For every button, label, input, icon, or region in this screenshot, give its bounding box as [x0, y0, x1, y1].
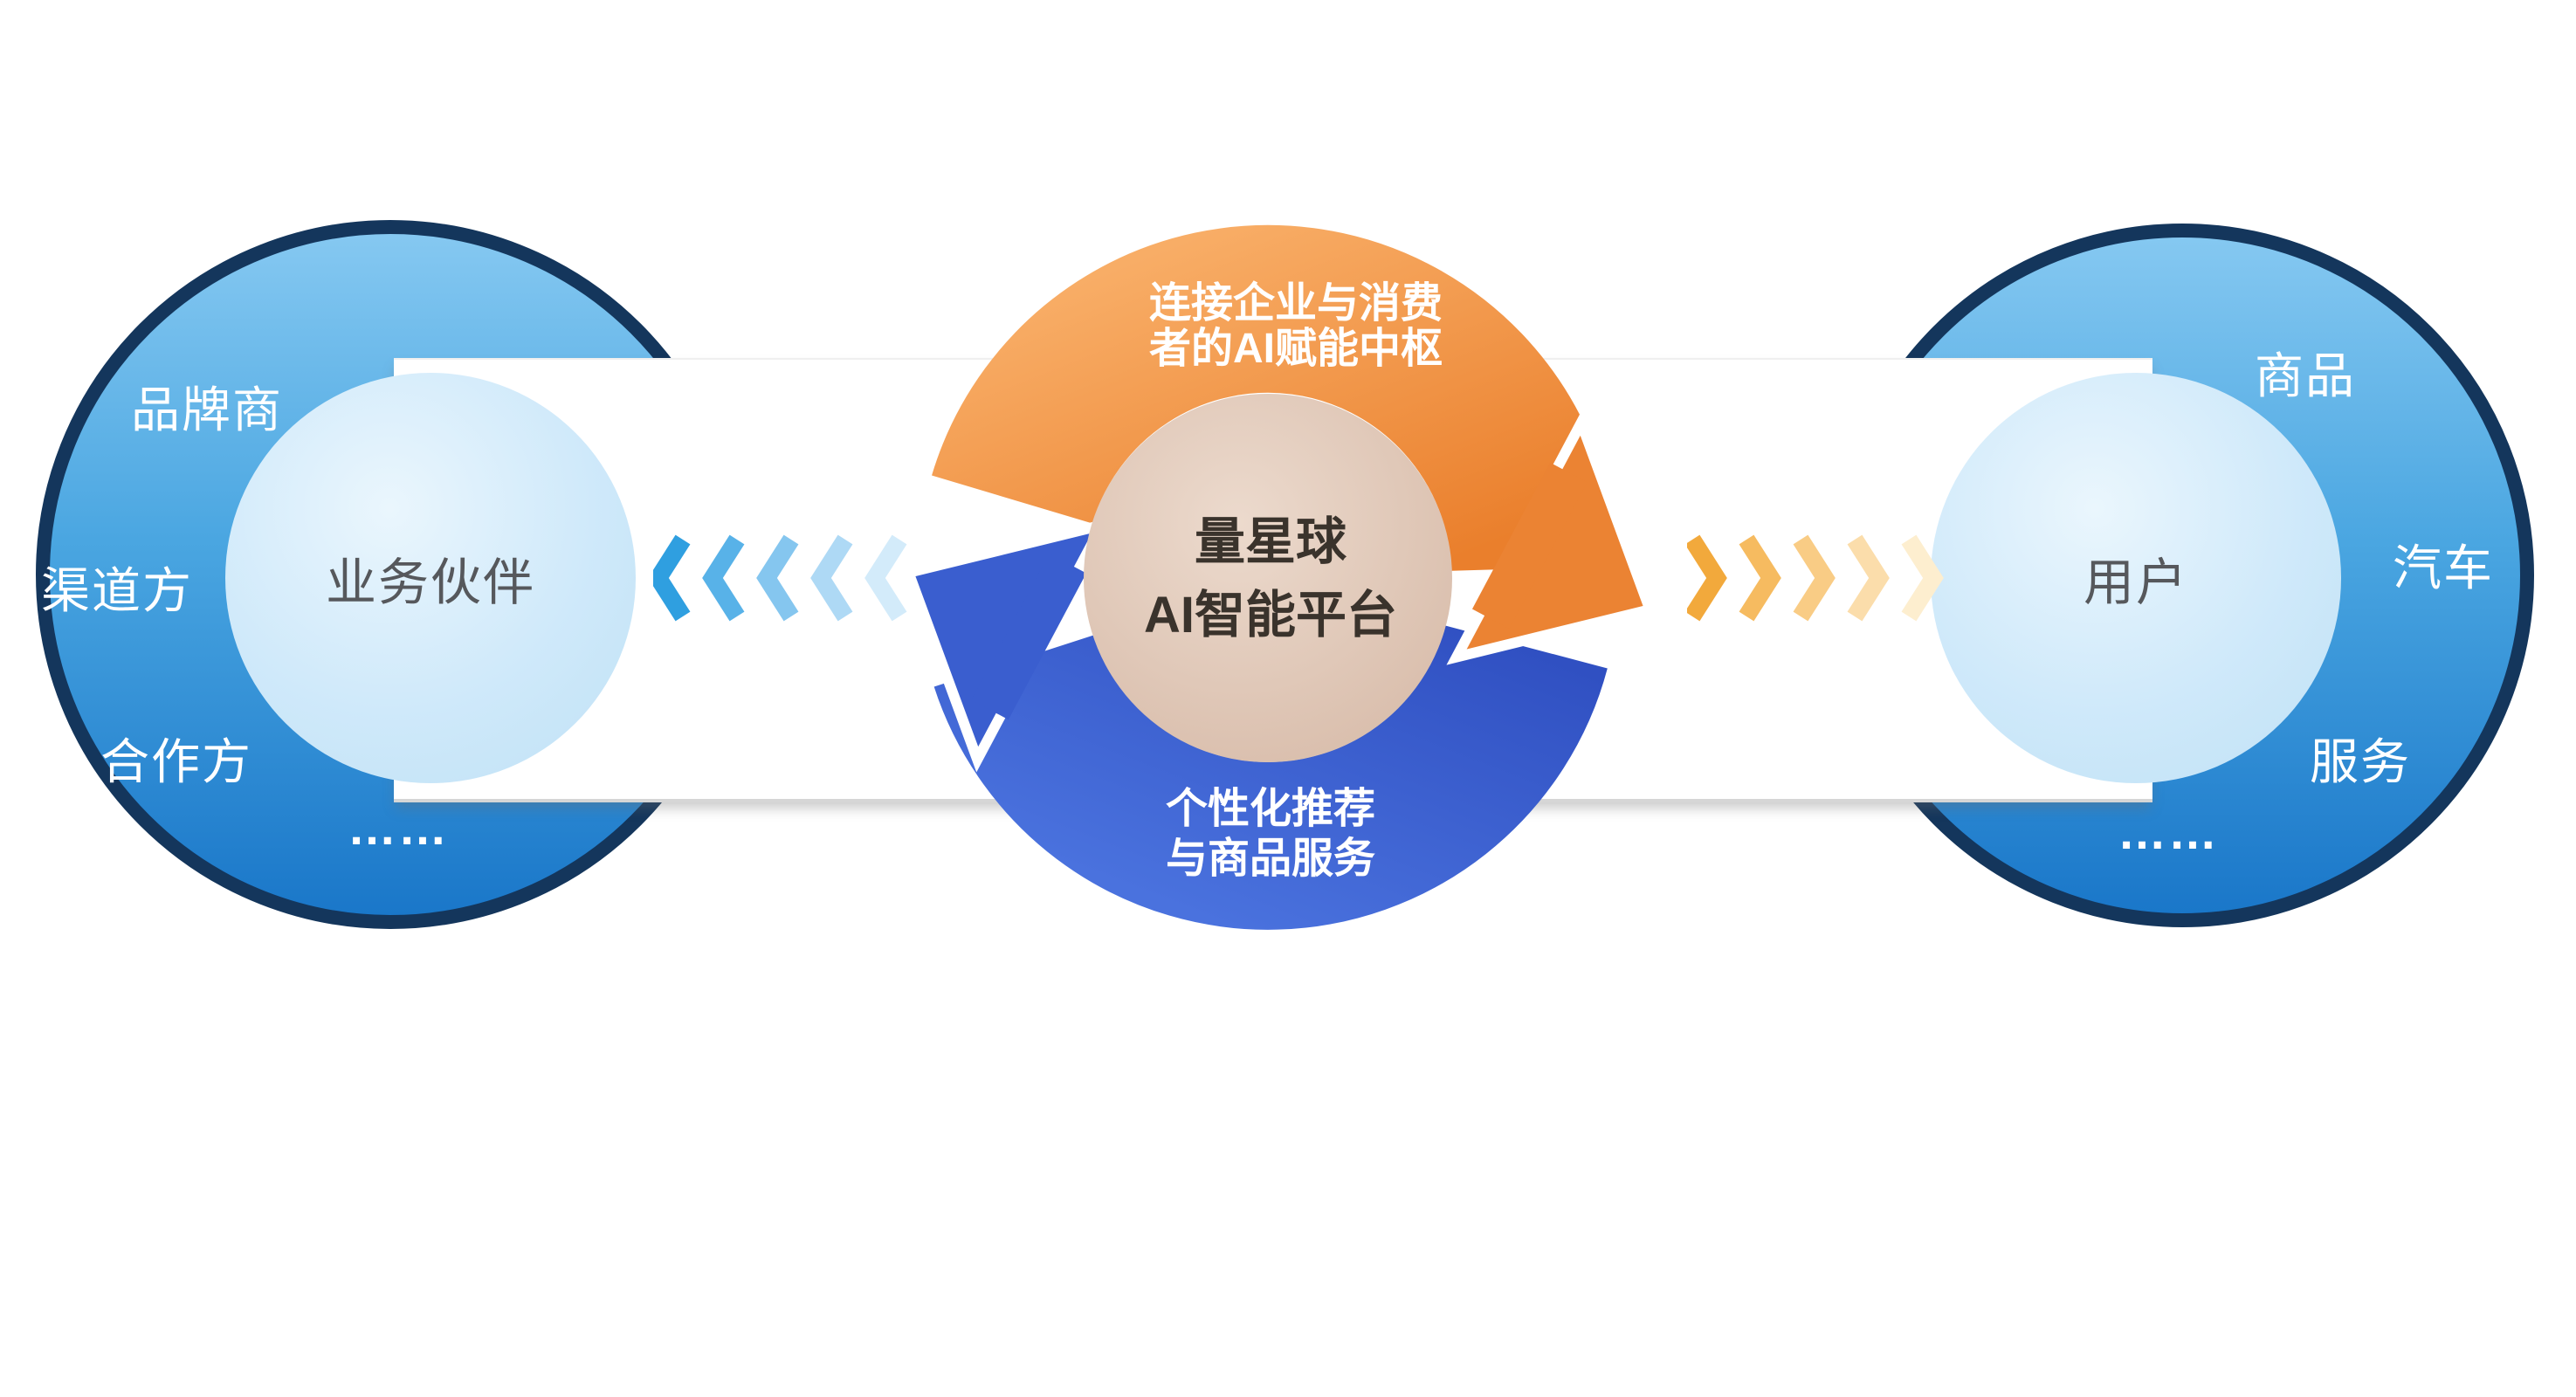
hub-core-title: 量星球 AI智能平台 [1009, 506, 1533, 652]
chevron-left-5 [864, 534, 907, 622]
partners-inner-circle: 业务伙伴 [225, 373, 636, 783]
chevron-right-icon [1687, 534, 1944, 622]
chevron-right-5 [1901, 534, 1944, 622]
core-platform-circle [1084, 394, 1452, 762]
label-brand-merchants: 品牌商 [131, 382, 283, 437]
chevron-left-4 [810, 534, 853, 622]
chevron-right-4 [1847, 534, 1890, 622]
users-inner-circle: 用户 [1931, 373, 2341, 783]
chevron-right-3 [1793, 534, 1836, 622]
chevron-right-1 [1687, 534, 1727, 622]
label-channel-parties: 渠道方 [41, 563, 193, 618]
chevron-left-2 [702, 534, 745, 622]
chevron-left-3 [756, 534, 799, 622]
cycle-arrow-orange-arc [932, 224, 1619, 573]
users-inner-label: 用户 [2083, 554, 2188, 611]
cycle-arrow-blue-arc [933, 623, 1608, 930]
cycle-arrow-blue-head [901, 517, 1112, 773]
chevron-left-icon [653, 534, 907, 622]
cycle-arrow-orange-head [1446, 409, 1652, 665]
ai-hub-cycle [901, 224, 1652, 930]
label-right-ellipsis: …… [2118, 804, 2219, 859]
hub-bottom-banner-line1: 个性化推荐 [1165, 786, 1375, 832]
hub-core-title-line1: 量星球 [1194, 513, 1347, 570]
hub-core-title-line2: AI智能平台 [1143, 587, 1397, 643]
partners-inner-label: 业务伙伴 [325, 554, 535, 611]
hub-bottom-banner-line2: 与商品服务 [1165, 836, 1375, 882]
label-left-ellipsis: …… [348, 800, 449, 855]
hub-top-banner-line1: 连接企业与消费 [1148, 280, 1443, 327]
label-cars: 汽车 [2393, 540, 2494, 595]
hub-top-banner-line2: 者的AI赋能中枢 [1148, 326, 1443, 372]
hub-top-banner: 连接企业与消费 者的AI赋能中枢 [1008, 281, 1584, 372]
label-cooperation-parties: 合作方 [100, 734, 252, 789]
chevron-right-2 [1739, 534, 1781, 622]
hub-bottom-banner: 个性化推荐 与商品服务 [1009, 784, 1533, 884]
label-goods: 商品 [2255, 348, 2356, 403]
chevron-left-1 [653, 534, 691, 622]
label-services: 服务 [2310, 734, 2411, 789]
